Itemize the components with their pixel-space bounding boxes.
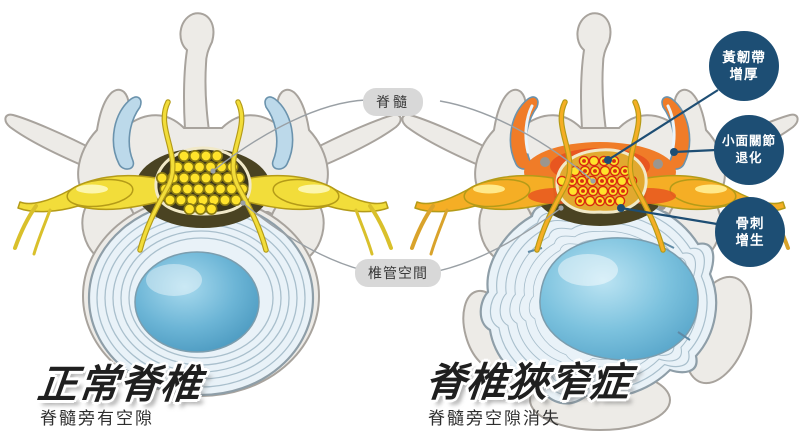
callout-text: 退化	[735, 151, 763, 165]
nerve-bundle-dots-normal	[156, 150, 249, 216]
label-spinal-cord-text: 脊髓	[376, 94, 410, 110]
label-spinal-cord: 脊髓	[363, 88, 423, 116]
right-vertebra	[401, 12, 799, 431]
callout-text: 黃韌帶	[722, 50, 766, 65]
left-panel-title: 正常脊椎	[35, 363, 204, 407]
right-panel-title: 脊椎狹窄症	[423, 361, 633, 405]
label-canal-space-text: 椎管空間	[368, 265, 428, 281]
left-vertebra	[4, 12, 402, 397]
right-panel-subtitle: 脊髓旁空隙消失	[428, 409, 561, 428]
callout-facet-joint-degeneration: 小面關節 退化	[714, 115, 784, 185]
callout-text: 小面關節	[721, 134, 776, 148]
left-panel-subtitle: 脊髓旁有空隙	[40, 409, 154, 428]
leader-lines	[210, 89, 719, 272]
callout-text: 增厚	[729, 67, 759, 82]
callout-bone-spur-growth: 骨刺 增生	[715, 197, 785, 267]
label-canal-space: 椎管空間	[355, 259, 441, 287]
callout-text: 骨刺	[735, 216, 765, 231]
callout-ligamentum-flavum-thickening: 黃韌帶 增厚	[709, 31, 779, 101]
nerve-bundle-dots-compressed	[556, 155, 638, 207]
callout-text: 增生	[735, 233, 765, 248]
